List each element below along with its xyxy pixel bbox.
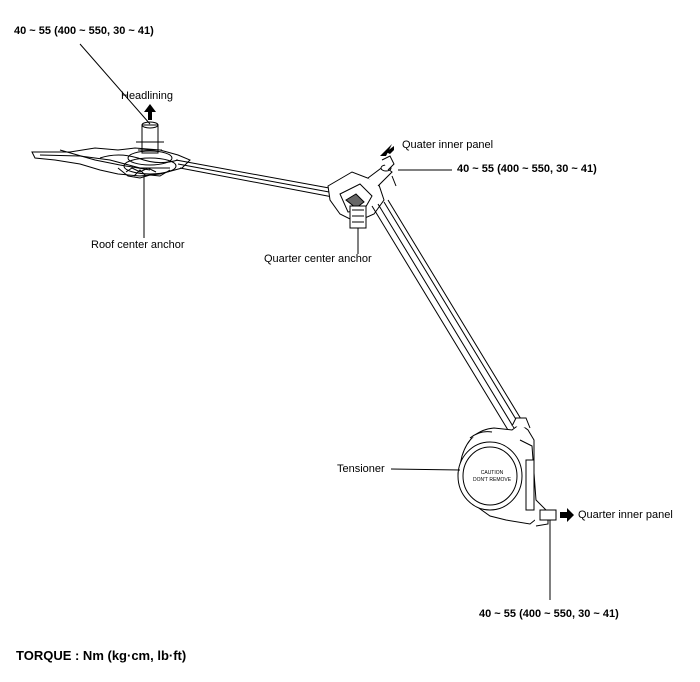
- roof-center-anchor-label: Roof center anchor: [91, 239, 185, 251]
- quarter-inner-panel-arrow: [560, 508, 574, 522]
- headlining-label: Headlining: [121, 90, 173, 102]
- quarter-center-anchor-label: Quarter center anchor: [264, 253, 372, 265]
- torque-quarter-label: 40 ~ 55 (400 ~ 550, 30 ~ 41): [457, 163, 597, 175]
- torque-units-note: TORQUE : Nm (kg·cm, lb·ft): [16, 648, 187, 663]
- tensioner-part: [457, 417, 557, 527]
- caution-text-line2: DON'T REMOVE: [473, 477, 512, 483]
- headlining-arrow: [144, 104, 156, 120]
- quarter-inner-panel-label: Quarter inner panel: [578, 509, 673, 521]
- tensioner-label: Tensioner: [337, 463, 385, 475]
- quater-inner-panel-label: Quater inner panel: [402, 139, 494, 151]
- torque-top-leader: [79, 43, 151, 125]
- roof-center-anchor-part: [31, 121, 191, 179]
- tensioner-leader: [390, 468, 461, 471]
- torque-bottom-label: 40 ~ 55 (400 ~ 550, 30 ~ 41): [479, 608, 619, 620]
- caution-text-line1: CAUTION: [481, 470, 504, 476]
- belt-upper: [175, 159, 341, 199]
- torque-top-label: 40 ~ 55 (400 ~ 550, 30 ~ 41): [14, 25, 154, 37]
- belt-lower: [371, 199, 525, 431]
- quarter-center-anchor-part: [327, 155, 397, 229]
